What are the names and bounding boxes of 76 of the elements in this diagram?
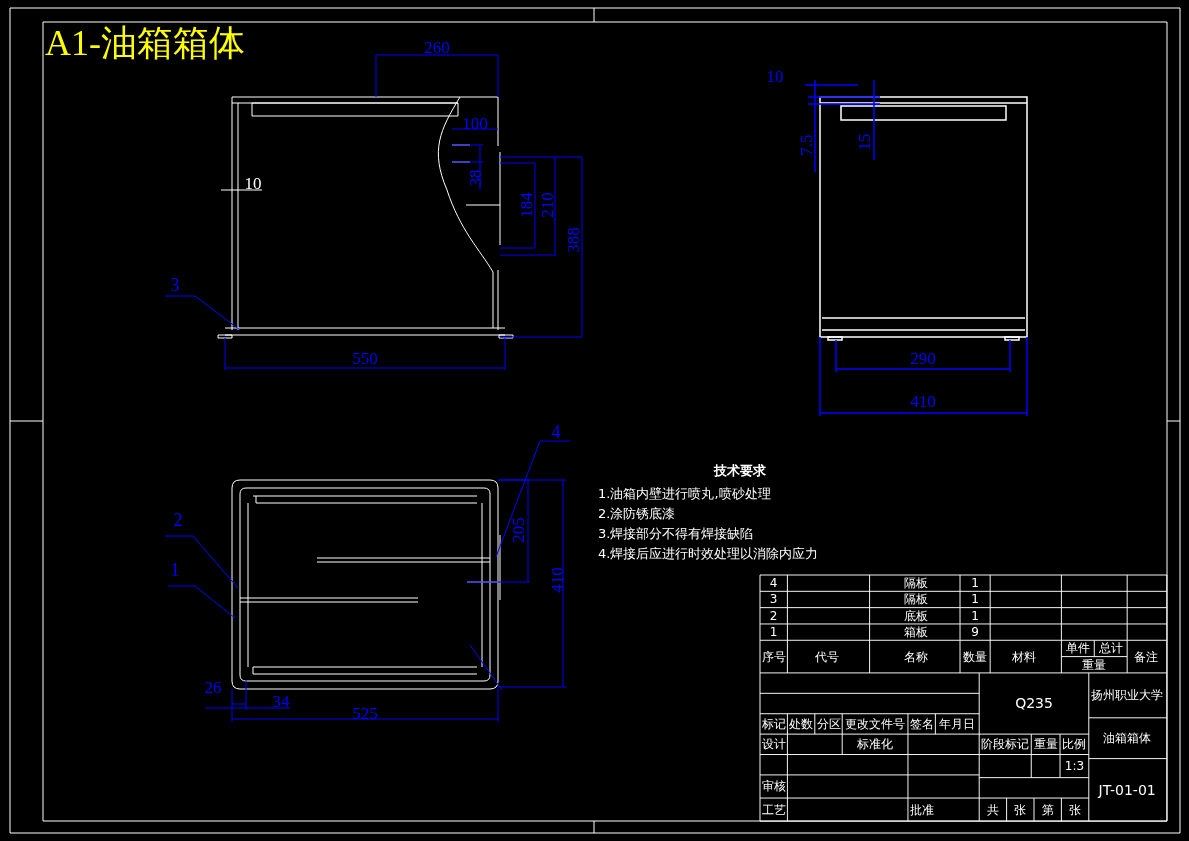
dimension-value: 15 [855,133,873,151]
title-block-text: 1 [971,609,979,622]
callout-number: 2 [173,511,183,529]
leader-line [164,535,239,589]
dimension-value: 100 [462,114,488,132]
leader-line [164,295,241,331]
requirement-text: 2.涂防锈底漆 [598,506,676,520]
dimension-value: 7.5 [797,134,815,156]
title-block-text: Q235 [1015,695,1053,710]
title-block-text: 处数 [789,717,814,730]
title-block-text: 1:3 [1064,760,1085,773]
dimension-value: 34 [272,692,290,710]
title-block-text: 分区 [816,717,841,730]
callout-number: 3 [170,276,180,294]
requirements-heading: 技术要求 [714,463,766,477]
title-block-text: 扬州职业大学 [1091,688,1164,701]
dimension-value: 38 [466,169,484,187]
title-block-text: 2 [769,609,778,622]
callout-number: 1 [170,561,180,579]
title-block-text: 1 [971,577,979,590]
title-block-text: 名称 [904,650,929,663]
title-block-text: 3 [769,593,778,606]
title-block-text: 备注 [1134,650,1159,663]
title-block-text: 箱板 [904,626,929,639]
title-block-text: 单件 [1065,642,1090,655]
title-block-text: 油箱箱体 [1103,732,1152,745]
title-block-text: 重量 [1033,738,1058,751]
title-block-text: 4 [769,577,778,590]
leader-line [167,585,236,619]
title-block-text: 1 [971,593,979,606]
title-block-text: 标准化 [857,738,894,751]
title-block-text: 底板 [904,609,929,622]
title-block-text: 总计 [1098,642,1123,655]
title-block-text: 隔板 [904,577,929,590]
title-block-text: 1 [769,626,778,639]
drawing-title: A1-油箱箱体 [45,25,245,61]
title-block-text: 序号 [761,650,786,663]
title-block-text: 更改文件号 [845,717,906,730]
title-block-text: 隔板 [904,593,929,606]
dimension-value: 10 [244,174,262,192]
dimension-value: 290 [910,349,936,367]
leader-line [495,440,571,558]
dimension-value: 410 [548,567,566,593]
title-block-text: 张 [1069,803,1082,816]
dimension-value: 10 [766,67,784,85]
title-block-text: 阶段标记 [981,738,1030,751]
dimension-value: 260 [424,38,450,56]
callout-number: 4 [551,423,561,441]
title-block-text: 设计 [761,738,786,751]
requirement-text: 4.焊接后应进行时效处理以消除内应力 [598,546,819,560]
dimension-value: 525 [352,704,378,722]
title-block-text: 工艺 [761,803,786,816]
title-block-text: 数量 [963,650,988,663]
title-block-text: 比例 [1062,738,1087,751]
dimension-value: 210 [538,192,556,218]
title-block-text: 审核 [761,780,786,793]
dimension-value: 26 [204,678,222,696]
title-block-text: 代号 [815,650,840,663]
title-block-text: 批准 [909,803,934,816]
title-block-text: 第 [1041,803,1054,816]
requirement-text: 1.油箱内壁进行喷丸,喷砂处理 [598,486,771,500]
title-block-text: 材料 [1012,650,1037,663]
dimension-value: 205 [509,517,527,543]
dimension-value: 388 [564,227,582,253]
title-block-text: JT-01-01 [1098,782,1156,797]
title-block-text: 标记 [761,717,786,730]
dimension-value: 184 [517,192,535,218]
title-block-text: 签名 [909,717,934,730]
title-block-text: 重量 [1082,658,1107,671]
title-block-text: 张 [1014,803,1027,816]
title-block-text: 共 [986,803,999,816]
dimension-value: 550 [352,349,378,367]
title-block-text: 9 [971,626,979,639]
requirement-text: 3.焊接部分不得有焊接缺陷 [598,526,754,540]
dimension-value: 410 [910,392,936,410]
title-block-text: 年月日 [939,717,976,730]
